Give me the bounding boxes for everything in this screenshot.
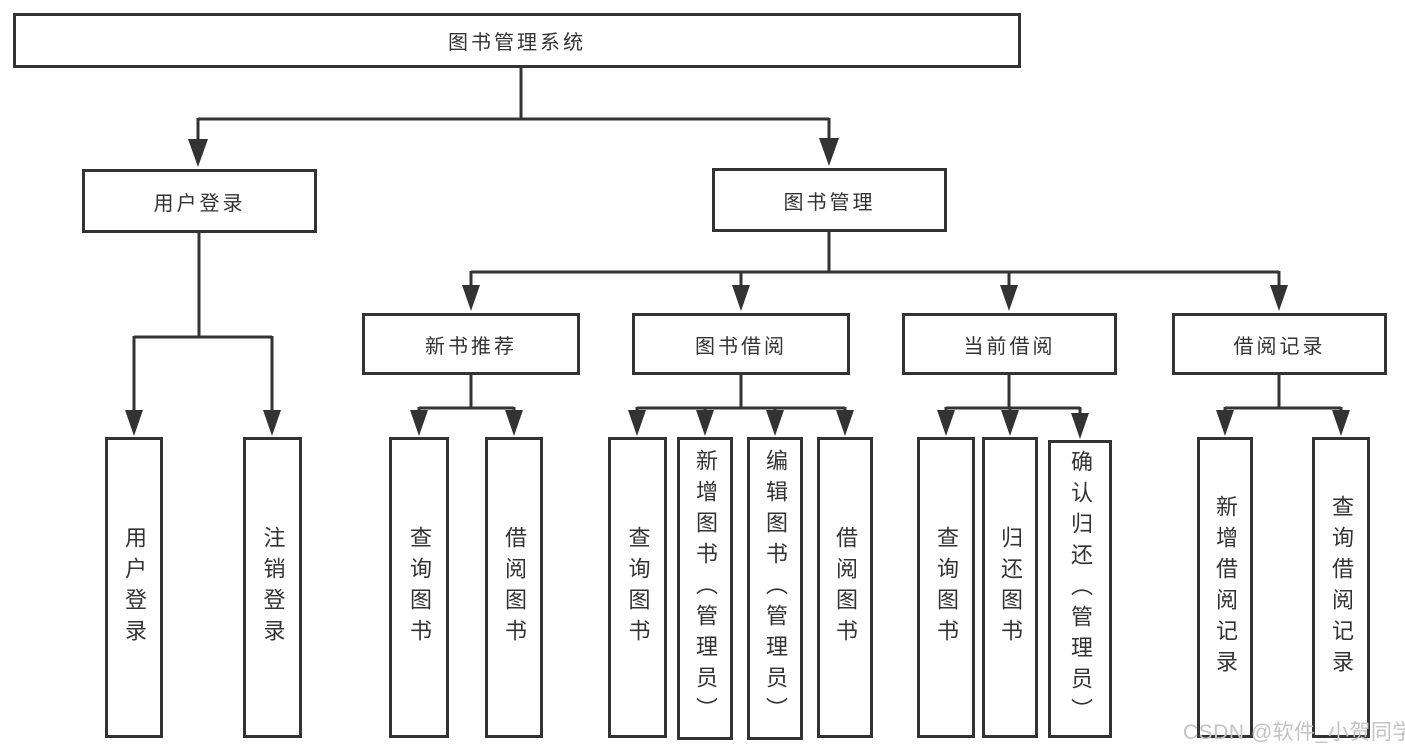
leaf-confirm-return-admin: 确认归还（管理员） bbox=[1048, 440, 1112, 738]
node-new-book-recommend: 新书推荐 bbox=[362, 313, 580, 375]
leaf-query-books-current: 查询图书 bbox=[917, 437, 975, 738]
leaf-add-borrow-record: 新增借阅记录 bbox=[1197, 437, 1253, 738]
leaf-query-books-borrowing: 查询图书 bbox=[608, 437, 667, 738]
node-borrow-records: 借阅记录 bbox=[1172, 313, 1387, 375]
leaf-query-borrow-record: 查询借阅记录 bbox=[1312, 437, 1370, 738]
csdn-watermark: CSDN @软件_小贺同学 bbox=[1183, 721, 1405, 744]
arrowheads bbox=[125, 138, 1350, 439]
leaf-return-books: 归还图书 bbox=[982, 437, 1038, 738]
leaf-add-books-admin: 新增图书（管理员） bbox=[677, 437, 733, 740]
leaf-user-login: 用户登录 bbox=[105, 437, 163, 738]
root-node-library-system: 图书管理系统 bbox=[13, 13, 1021, 68]
node-book-management: 图书管理 bbox=[712, 168, 947, 232]
node-current-borrowing: 当前借阅 bbox=[902, 313, 1117, 375]
leaf-logout: 注销登录 bbox=[243, 437, 302, 738]
node-user-login: 用户登录 bbox=[82, 169, 317, 233]
node-book-borrowing: 图书借阅 bbox=[632, 313, 850, 375]
leaf-borrow-books-borrowing: 借阅图书 bbox=[817, 437, 873, 738]
leaf-borrow-books-recommend: 借阅图书 bbox=[485, 437, 543, 738]
leaf-edit-books-admin: 编辑图书（管理员） bbox=[747, 437, 803, 740]
leaf-query-books-recommend: 查询图书 bbox=[389, 437, 449, 738]
